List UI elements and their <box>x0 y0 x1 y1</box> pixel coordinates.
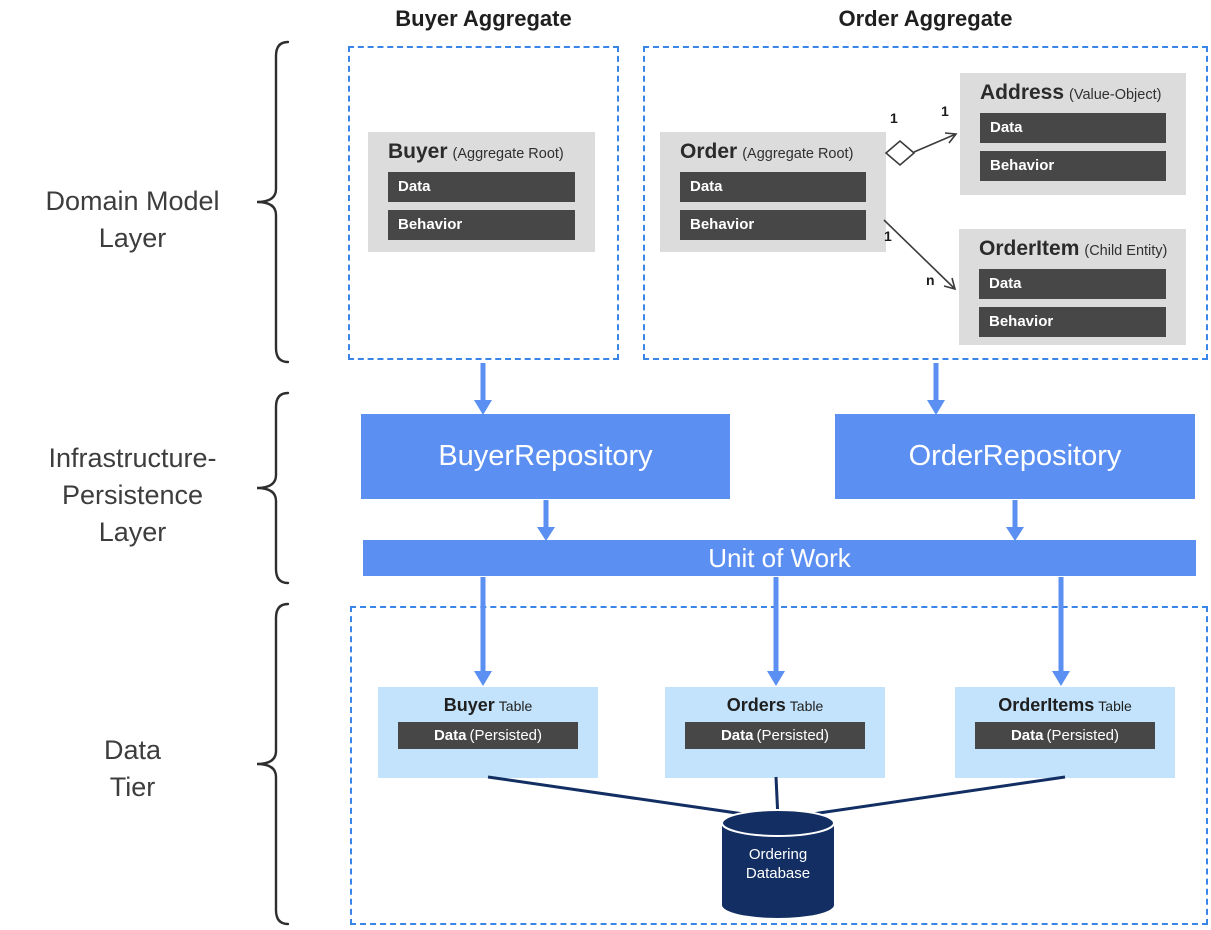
order-aggregate-to-repo-arrow-head <box>927 400 945 415</box>
order-orderitem-target-multiplicity: n <box>926 272 935 288</box>
order-entity: Order(Aggregate Root) Data Behavior <box>660 132 886 252</box>
infrastructure-layer-label-line1: Infrastructure- <box>48 443 217 473</box>
infrastructure-layer-brace <box>256 391 290 585</box>
buyer-entity-behavior-section: Behavior <box>388 210 575 240</box>
buyer-entity-name: Buyer <box>388 140 448 163</box>
buyer-aggregate-to-repo-arrow-head <box>474 400 492 415</box>
order-entity-title: Order(Aggregate Root) <box>660 132 886 164</box>
order-orderitem-source-multiplicity: 1 <box>884 228 892 244</box>
orderitems-table-data-label: Data <box>1010 727 1044 744</box>
data-tier-brace <box>256 602 290 926</box>
domain-layer-brace <box>256 40 290 364</box>
buyer-entity: Buyer(Aggregate Root) Data Behavior <box>368 132 595 252</box>
buyer-entity-data-section: Data <box>388 172 575 202</box>
order-aggregate-heading: Order Aggregate <box>838 6 1013 31</box>
orderitem-entity-title: OrderItem(Child Entity) <box>959 229 1186 261</box>
order-entity-data-section: Data <box>680 172 866 202</box>
buyer-aggregate-heading: Buyer Aggregate <box>395 6 572 31</box>
order-address-target-multiplicity: 1 <box>941 103 949 119</box>
buyer-entity-title: Buyer(Aggregate Root) <box>368 132 595 164</box>
buyer-repo-to-uow-arrow-head <box>537 527 555 541</box>
orderitems-table-name: OrderItems <box>998 695 1095 715</box>
orderitem-entity-name: OrderItem <box>979 237 1080 260</box>
buyer-entity-stereotype: (Aggregate Root) <box>452 146 564 162</box>
address-entity-behavior-section: Behavior <box>980 151 1166 181</box>
database-label-line2: Database <box>745 865 811 882</box>
infrastructure-layer-label-line3: Layer <box>98 517 167 547</box>
orderitems-table-suffix: Table <box>1098 698 1132 714</box>
buyer-table-suffix: Table <box>498 698 533 714</box>
address-entity: Address(Value-Object) Data Behavior <box>960 73 1186 195</box>
orders-table-name: Orders <box>726 695 786 715</box>
orderitem-entity-behavior-section: Behavior <box>979 307 1166 337</box>
orders-table-data-bar: Data(Persisted) <box>685 722 865 749</box>
domain-model-layer-label: Domain Model Layer <box>10 183 255 257</box>
domain-model-layer-label-line1: Domain Model <box>45 186 220 216</box>
order-address-source-multiplicity: 1 <box>890 110 898 126</box>
orders-table-persisted-label: (Persisted) <box>756 727 830 744</box>
data-tier-label-line1: Data <box>103 735 162 765</box>
database-label: Ordering Database <box>722 845 834 883</box>
unit-of-work-bar: Unit of Work <box>363 540 1196 576</box>
orders-table-suffix: Table <box>789 698 824 714</box>
address-entity-title: Address(Value-Object) <box>960 73 1186 105</box>
orderitems-table-persisted-label: (Persisted) <box>1046 727 1120 744</box>
orderitems-table-data-bar: Data(Persisted) <box>975 722 1155 749</box>
infrastructure-layer-label-line2: Persistence <box>61 480 204 510</box>
order-entity-stereotype: (Aggregate Root) <box>742 146 854 162</box>
order-entity-behavior-section: Behavior <box>680 210 866 240</box>
buyer-repository-box: BuyerRepository <box>361 414 730 499</box>
orders-table-data-label: Data <box>720 727 754 744</box>
address-entity-stereotype: (Value-Object) <box>1069 87 1162 103</box>
data-tier-label-line2: Tier <box>109 772 156 802</box>
infrastructure-persistence-layer-label: Infrastructure- Persistence Layer <box>10 440 255 551</box>
data-tier-label: Data Tier <box>10 732 255 806</box>
data-tier-boundary <box>350 606 1208 925</box>
orderitem-entity-data-section: Data <box>979 269 1166 299</box>
buyer-table-data-label: Data <box>433 727 467 744</box>
address-entity-data-section: Data <box>980 113 1166 143</box>
order-aggregate-boundary <box>643 46 1208 360</box>
buyer-aggregate-boundary <box>348 46 619 360</box>
buyer-table-name: Buyer <box>443 695 495 715</box>
order-repository-box: OrderRepository <box>835 414 1195 499</box>
orderitem-entity-stereotype: (Child Entity) <box>1084 243 1168 259</box>
order-repo-to-uow-arrow-head <box>1006 527 1024 541</box>
address-entity-name: Address <box>980 81 1065 104</box>
buyer-table-persisted-label: (Persisted) <box>469 727 543 744</box>
order-entity-name: Order <box>680 140 738 163</box>
database-label-line1: Ordering <box>748 846 808 863</box>
buyer-table-data-bar: Data(Persisted) <box>398 722 578 749</box>
domain-model-layer-label-line2: Layer <box>98 223 167 253</box>
orderitem-entity: OrderItem(Child Entity) Data Behavior <box>959 229 1186 345</box>
